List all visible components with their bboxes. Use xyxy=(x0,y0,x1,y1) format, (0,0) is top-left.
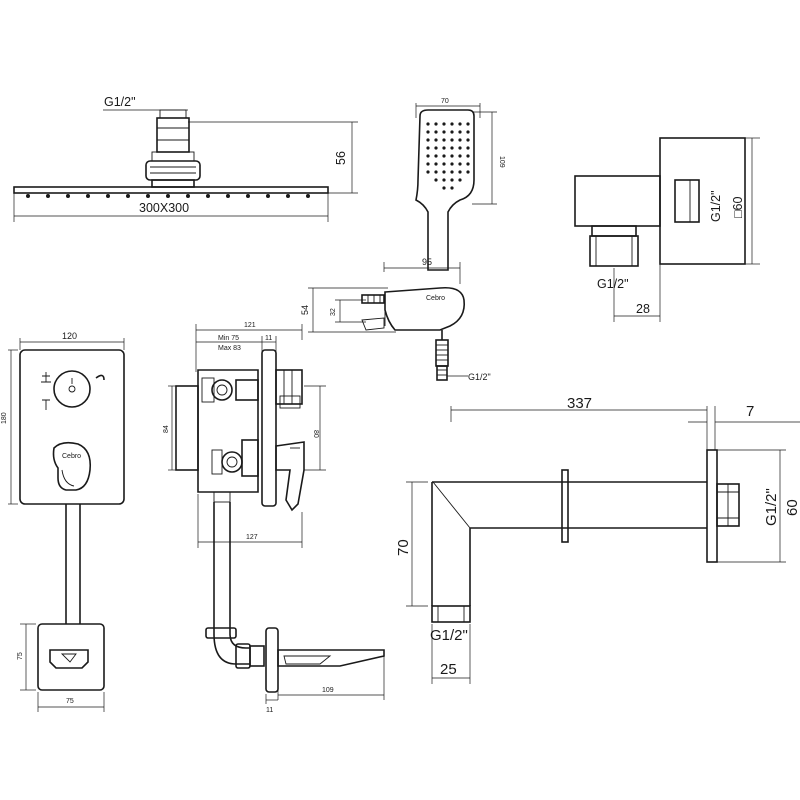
spout-height-label: 75 xyxy=(17,652,24,660)
hand-holder-outer-label: 54 xyxy=(300,305,310,315)
overhead-shower: G1/2" xyxy=(13,95,358,222)
hand-width-label: 70 xyxy=(441,98,449,105)
spout-reach-label: 109 xyxy=(322,687,334,694)
outlet-size-label: □60 xyxy=(731,196,745,218)
overhead-thread-label: G1/2" xyxy=(104,95,136,109)
mixer-plate-label: 11 xyxy=(265,335,272,342)
outlet-depth-label: 28 xyxy=(636,302,650,316)
mixer-brand-label: Cebro xyxy=(62,453,81,460)
hand-brand-label: Cebro xyxy=(426,295,445,302)
outlet-thread-bottom-label: G1/2" xyxy=(597,277,629,291)
mixer-side: 121 Min 75 Max 83 11 84 xyxy=(163,322,385,714)
mixer-body-depth-label: 127 xyxy=(246,534,258,541)
wall-outlet: G1/2" □60 G1/2" 28 xyxy=(574,137,760,322)
shower-arm: 337 7 70 G1/2" 25 G1/2" xyxy=(395,395,800,684)
hand-shower: 70 109 95 Cebro xyxy=(300,98,505,382)
arm-plate-label: 7 xyxy=(746,403,754,420)
hand-length-label: 109 xyxy=(498,156,505,168)
mixer-lower-height-label: 80 xyxy=(312,430,319,438)
overhead-height-label: 56 xyxy=(334,151,348,165)
arm-end-width-label: 25 xyxy=(440,661,457,678)
mixer-upper-height-label: 84 xyxy=(163,425,170,433)
arm-flange-label: 60 xyxy=(784,499,800,516)
overhead-size-label: 300X300 xyxy=(139,201,189,215)
spout-size-label: 75 xyxy=(66,698,74,705)
mixer-width-label: 120 xyxy=(62,331,77,341)
mixer-height-label: 180 xyxy=(1,412,8,424)
arm-drop-label: 70 xyxy=(395,539,412,556)
hand-reach-label: 95 xyxy=(422,257,432,267)
mixer-depth-label: 121 xyxy=(244,322,256,329)
arm-thread-wall-label: G1/2" xyxy=(763,488,780,526)
hand-hose-thread-label: G1/2" xyxy=(468,372,491,382)
mixer-min-label: Min 75 xyxy=(218,335,239,342)
spout-plate-label: 11 xyxy=(266,707,273,714)
arm-length-label: 337 xyxy=(567,395,592,412)
arm-thread-end-label: G1/2" xyxy=(430,627,468,644)
hand-spray-face xyxy=(426,122,470,190)
overhead-nozzles xyxy=(26,194,310,198)
mixer-front: 120 180 Cebro 75 75 xyxy=(1,331,125,712)
hand-holder-inner-label: 32 xyxy=(330,308,337,316)
outlet-thread-top-label: G1/2" xyxy=(709,190,723,222)
mixer-max-label: Max 83 xyxy=(218,345,241,352)
